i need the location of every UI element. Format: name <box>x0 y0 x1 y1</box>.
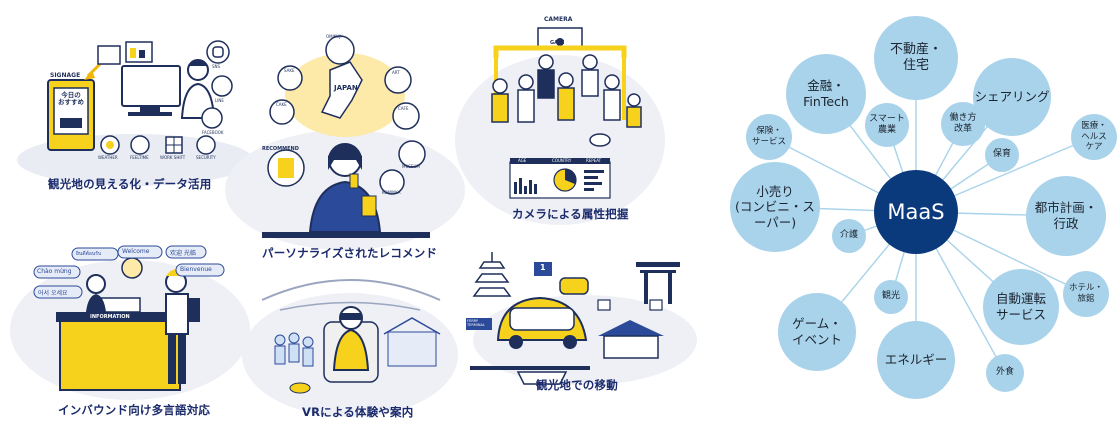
bubble-game: ゲーム・ イベント <box>778 293 856 371</box>
spot-label-kominka: KOMINKA <box>382 190 401 195</box>
icon-label-weather: WEATHER <box>98 155 118 160</box>
bubble-realestate: 不動産・ 住宅 <box>874 16 958 100</box>
bubble-urban: 都市計画・ 行政 <box>1026 176 1106 256</box>
signage-label: SIGNAGE <box>50 72 81 79</box>
icon-label-workshift: WORK SHIFT <box>160 155 186 160</box>
table-header-repeat: REPEAT <box>586 158 602 163</box>
bubble-nursing-label: 介護 <box>839 230 858 241</box>
hub-maas-label: MaaS <box>887 199 945 224</box>
bubble-dining: 外食 <box>986 354 1024 392</box>
side-label-sns: SNS <box>212 64 221 69</box>
bubble-fintech: 金融・ FinTech <box>786 54 866 134</box>
ferry-label: FERRY TERMINAL <box>467 319 485 327</box>
table-header-country: COUNTRY <box>552 158 572 163</box>
icon-label-security: SECURITY <box>196 155 216 160</box>
bubble-dining-label: 外食 <box>995 367 1014 378</box>
greeting-en: Welcome <box>122 248 150 255</box>
bubble-insurance: 保険・ サービス <box>746 114 792 160</box>
greeting-vi: Chào mừng <box>37 268 72 275</box>
bubble-childcare: 保育 <box>985 138 1019 172</box>
side-label-line: LINE <box>215 98 224 103</box>
bubble-hotel: ホテル・ 旅館 <box>1063 271 1109 317</box>
greeting-fr: Bienvenue <box>180 266 212 273</box>
caption-recommend: パーソナライズされたレコメンド <box>262 246 438 260</box>
illustrations-canvas <box>10 27 697 417</box>
caption-multilingual: インバウンド向け多言語対応 <box>58 403 211 417</box>
bubble-smartagri-label: スマート 農業 <box>869 113 905 135</box>
bubble-retail: 小売り (コンビニ・スーパー) <box>730 162 820 252</box>
bubble-childcare-label: 保育 <box>992 149 1011 160</box>
bubble-medical-label: 医療・ ヘルス ケア <box>1081 121 1107 153</box>
bubble-autonomous-label: 自動運転 サービス <box>995 291 1046 322</box>
bubble-workstyle: 働き方 改革 <box>941 102 985 146</box>
panel-multilingual <box>10 245 250 400</box>
info-label: INFORMATION <box>90 314 130 320</box>
bubble-sharing: シェアリング <box>973 58 1051 136</box>
bubble-retail-label: 小売り (コンビニ・スーパー) <box>735 183 815 230</box>
greeting-ko: 어서 오세요 <box>38 290 68 297</box>
caption-camera: カメラによる属性把握 <box>512 207 629 221</box>
caption-mobility: 観光地での移動 <box>536 378 618 392</box>
bubble-energy: エネルギー <box>877 321 955 399</box>
bubble-medical: 医療・ ヘルス ケア <box>1071 114 1117 160</box>
spot-label-cafe: CAFE <box>398 106 409 111</box>
spot-label-sake: SAKE <box>284 68 295 73</box>
sign-number: 1 <box>540 263 546 272</box>
panel-vr <box>242 279 458 417</box>
bubble-tourism-label: 観光 <box>881 291 900 302</box>
bubble-game-label: ゲーム・ イベント <box>791 316 842 347</box>
bubble-realestate-label: 不動産・ 住宅 <box>889 41 942 73</box>
bubble-tourism: 観光 <box>874 280 908 314</box>
greeting-th: ยินดีต้อนรับ <box>76 251 102 257</box>
signage-text: 今日の おすすめ <box>58 91 84 107</box>
bubble-nursing: 介護 <box>832 219 866 253</box>
map-label: JAPAN <box>334 84 358 92</box>
bubble-smartagri: スマート 農業 <box>865 103 909 147</box>
table-header-age: AGE <box>518 158 527 163</box>
bubble-autonomous: 自動運転 サービス <box>983 269 1059 345</box>
panel-data-visualization <box>17 40 253 186</box>
bubble-insurance-label: 保険・ サービス <box>751 126 786 147</box>
bubble-urban-label: 都市計画・ 行政 <box>1034 200 1098 231</box>
bubble-energy-label: エネルギー <box>884 352 948 368</box>
spot-label-art: ART <box>392 70 400 75</box>
spot-label-cake: CAKE <box>276 102 287 107</box>
caption-vr: VRによる体験や案内 <box>302 405 414 419</box>
spot-label-omikuji: OMIKUJI <box>326 34 342 39</box>
camera-label: CAMERA <box>544 16 573 23</box>
bubble-fintech-label: 金融・ FinTech <box>803 78 849 109</box>
panel-camera <box>455 27 665 225</box>
panel-recommend <box>225 35 465 250</box>
icon-label-feeltime: FEELTIME <box>130 155 149 160</box>
gate-label: GATE <box>550 40 565 46</box>
bubble-hotel-label: ホテル・ 旅館 <box>1068 283 1103 304</box>
bubble-sharing-label: シェアリング <box>974 89 1050 105</box>
caption-data-visualization: 観光地の見える化・データ活用 <box>48 177 212 191</box>
hub-maas: MaaS <box>874 170 958 254</box>
recommend-label: RECOMMEND <box>262 146 299 152</box>
panel-mobility <box>466 252 697 385</box>
spot-label-museum: MUSEUM <box>402 164 420 169</box>
side-label-facebook: FACEBOOK <box>202 130 224 135</box>
bubble-workstyle-label: 働き方 改革 <box>949 112 977 134</box>
greeting-zh: 欢迎 光临 <box>170 250 196 257</box>
